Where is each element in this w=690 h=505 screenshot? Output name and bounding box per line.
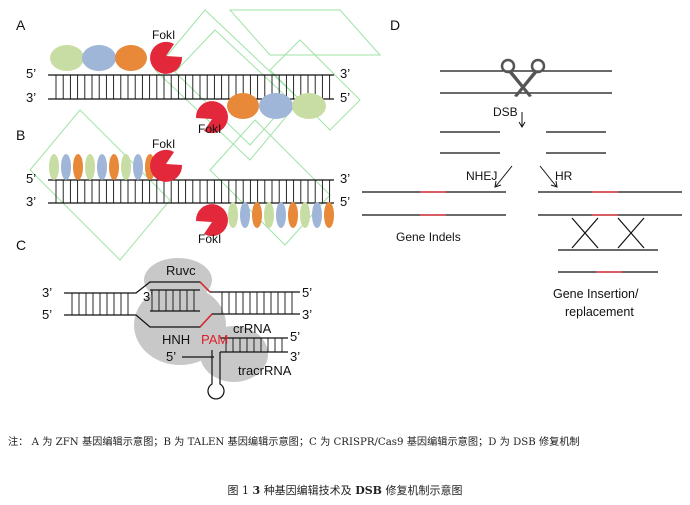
- pam-label: PAM: [201, 332, 228, 347]
- panel-a-zfn: 5’ 3’ 3’ 5’ FokI FokI: [26, 28, 350, 136]
- tale-repeat: [109, 154, 119, 180]
- figure-note: 注： A 为 ZFN 基因编辑示意图；B 为 TALEN 基因编辑示意图；C 为…: [8, 433, 690, 448]
- tale-repeat: [73, 154, 83, 180]
- panel-b-label: B: [16, 127, 25, 143]
- target-dna: [64, 281, 300, 328]
- c-bottom-right-end: 3’: [302, 307, 312, 322]
- tracrrna-label: tracrRNA: [238, 363, 292, 378]
- foki-label-bottom-b: FokI: [198, 232, 221, 246]
- c-bottom-left-end: 5’: [42, 307, 52, 322]
- panel-b-talen: 5’ 3’ 3’ 5’ FokI FokI: [26, 137, 350, 246]
- gene-insertion-label-2: replacement: [565, 305, 634, 319]
- b-top-left-end: 5’: [26, 171, 36, 186]
- tale-top-array: [49, 154, 155, 180]
- cut-site-bottom: [199, 313, 213, 328]
- c-inner-end: 3’: [143, 289, 153, 304]
- zinc-finger-orange: [115, 45, 147, 71]
- panel-c-label: C: [16, 237, 26, 253]
- tale-repeat: [121, 154, 131, 180]
- zinc-finger-blue: [82, 45, 116, 71]
- foki-label-top-a: FokI: [152, 28, 175, 42]
- tale-repeat: [61, 154, 71, 180]
- guide-rna: [182, 337, 288, 400]
- tale-repeat: [264, 202, 274, 228]
- dna-duplex-b: [48, 179, 334, 204]
- panel-d-dsb-repair: DSB NHEJ HR Gene Indels: [362, 58, 682, 319]
- c-top-right-end: 5’: [302, 285, 312, 300]
- c-rna-right-end-bottom: 3’: [290, 349, 300, 364]
- tale-repeat: [85, 154, 95, 180]
- zinc-finger-green-2: [292, 93, 326, 119]
- foki-bottom-a: [195, 101, 228, 134]
- tale-repeat: [49, 154, 59, 180]
- zinc-finger-blue-2: [259, 93, 293, 119]
- gene-indels-label: Gene Indels: [396, 230, 461, 244]
- foki-bottom-b: [195, 204, 228, 237]
- b-bottom-right-end: 5’: [340, 194, 350, 209]
- zfn-top-array: [50, 41, 183, 74]
- panel-a-label: A: [16, 17, 26, 33]
- broken-dna: [440, 131, 606, 154]
- a-bottom-right-end: 5’: [340, 90, 350, 105]
- tale-repeat: [312, 202, 322, 228]
- gene-insertion-label-1: Gene Insertion/: [553, 287, 639, 301]
- hnh-label: HNH: [162, 332, 190, 347]
- zfn-bottom-array: [195, 93, 326, 134]
- nhej-label: NHEJ: [466, 169, 497, 183]
- tale-repeat: [97, 154, 107, 180]
- cut-site-top: [199, 281, 211, 293]
- tale-repeat: [276, 202, 286, 228]
- caption-dsb: DSB: [355, 484, 382, 497]
- tale-repeat: [324, 202, 334, 228]
- nhej-arrow: [495, 165, 513, 187]
- tale-repeat: [228, 202, 238, 228]
- foki-label-top-b: FokI: [152, 137, 175, 151]
- caption-text-before: 种基因编辑技术及: [263, 484, 352, 497]
- c-rna-left-end: 5’: [166, 349, 176, 364]
- foki-top-b: [150, 149, 183, 182]
- b-top-right-end: 3’: [340, 171, 350, 186]
- hr-product: [538, 191, 682, 273]
- note-prefix: 注：: [8, 437, 29, 448]
- hr-label: HR: [555, 169, 573, 183]
- nhej-product: [362, 191, 506, 216]
- nhej-arrow-head: [494, 180, 502, 188]
- a-bottom-left-end: 3’: [26, 90, 36, 105]
- crrna-label: crRNA: [233, 321, 272, 336]
- zinc-finger-orange-2: [227, 93, 259, 119]
- figure-caption: 图 1 3 种基因编辑技术及 DSB 修复机制示意图: [0, 482, 690, 498]
- ruvc-label: Ruvc: [166, 263, 196, 278]
- panel-d-label: D: [390, 17, 400, 33]
- a-top-right-end: 3’: [340, 66, 350, 81]
- foki-label-bottom-a: FokI: [198, 122, 221, 136]
- c-rna-right-end-top: 5’: [290, 329, 300, 344]
- a-top-left-end: 5’: [26, 66, 36, 81]
- tale-repeat: [288, 202, 298, 228]
- caption-num: 3: [252, 484, 261, 497]
- dsb-label: DSB: [493, 105, 518, 119]
- tale-repeat: [240, 202, 250, 228]
- tale-repeat: [252, 202, 262, 228]
- caption-fig: 图 1: [227, 484, 250, 497]
- tale-repeat: [133, 154, 143, 180]
- hr-arrow: [539, 165, 557, 187]
- zinc-finger-green: [50, 45, 84, 71]
- tale-bottom-array: [228, 202, 334, 228]
- b-bottom-left-end: 3’: [26, 194, 36, 209]
- hr-arrow-head: [550, 180, 558, 188]
- foki-top-a: [150, 41, 183, 74]
- cas9-complex: [134, 258, 268, 382]
- tale-repeat: [300, 202, 310, 228]
- gene-editing-figure: A B C D 5’ 3’ 3’ 5’ FokI FokI: [16, 9, 682, 400]
- c-top-left-end: 3’: [42, 285, 52, 300]
- scissors-icon: [500, 58, 546, 97]
- dsb-arrow-head: [518, 121, 526, 128]
- caption-text-after: 修复机制示意图: [385, 484, 463, 497]
- panel-c-crispr: 3’ 5’ 5’ 3’ 3’ 5’ 3’ 5’ Ruvc HNH PAM crR…: [42, 258, 312, 400]
- note-text: A 为 ZFN 基因编辑示意图；B 为 TALEN 基因编辑示意图；C 为 CR…: [31, 437, 580, 448]
